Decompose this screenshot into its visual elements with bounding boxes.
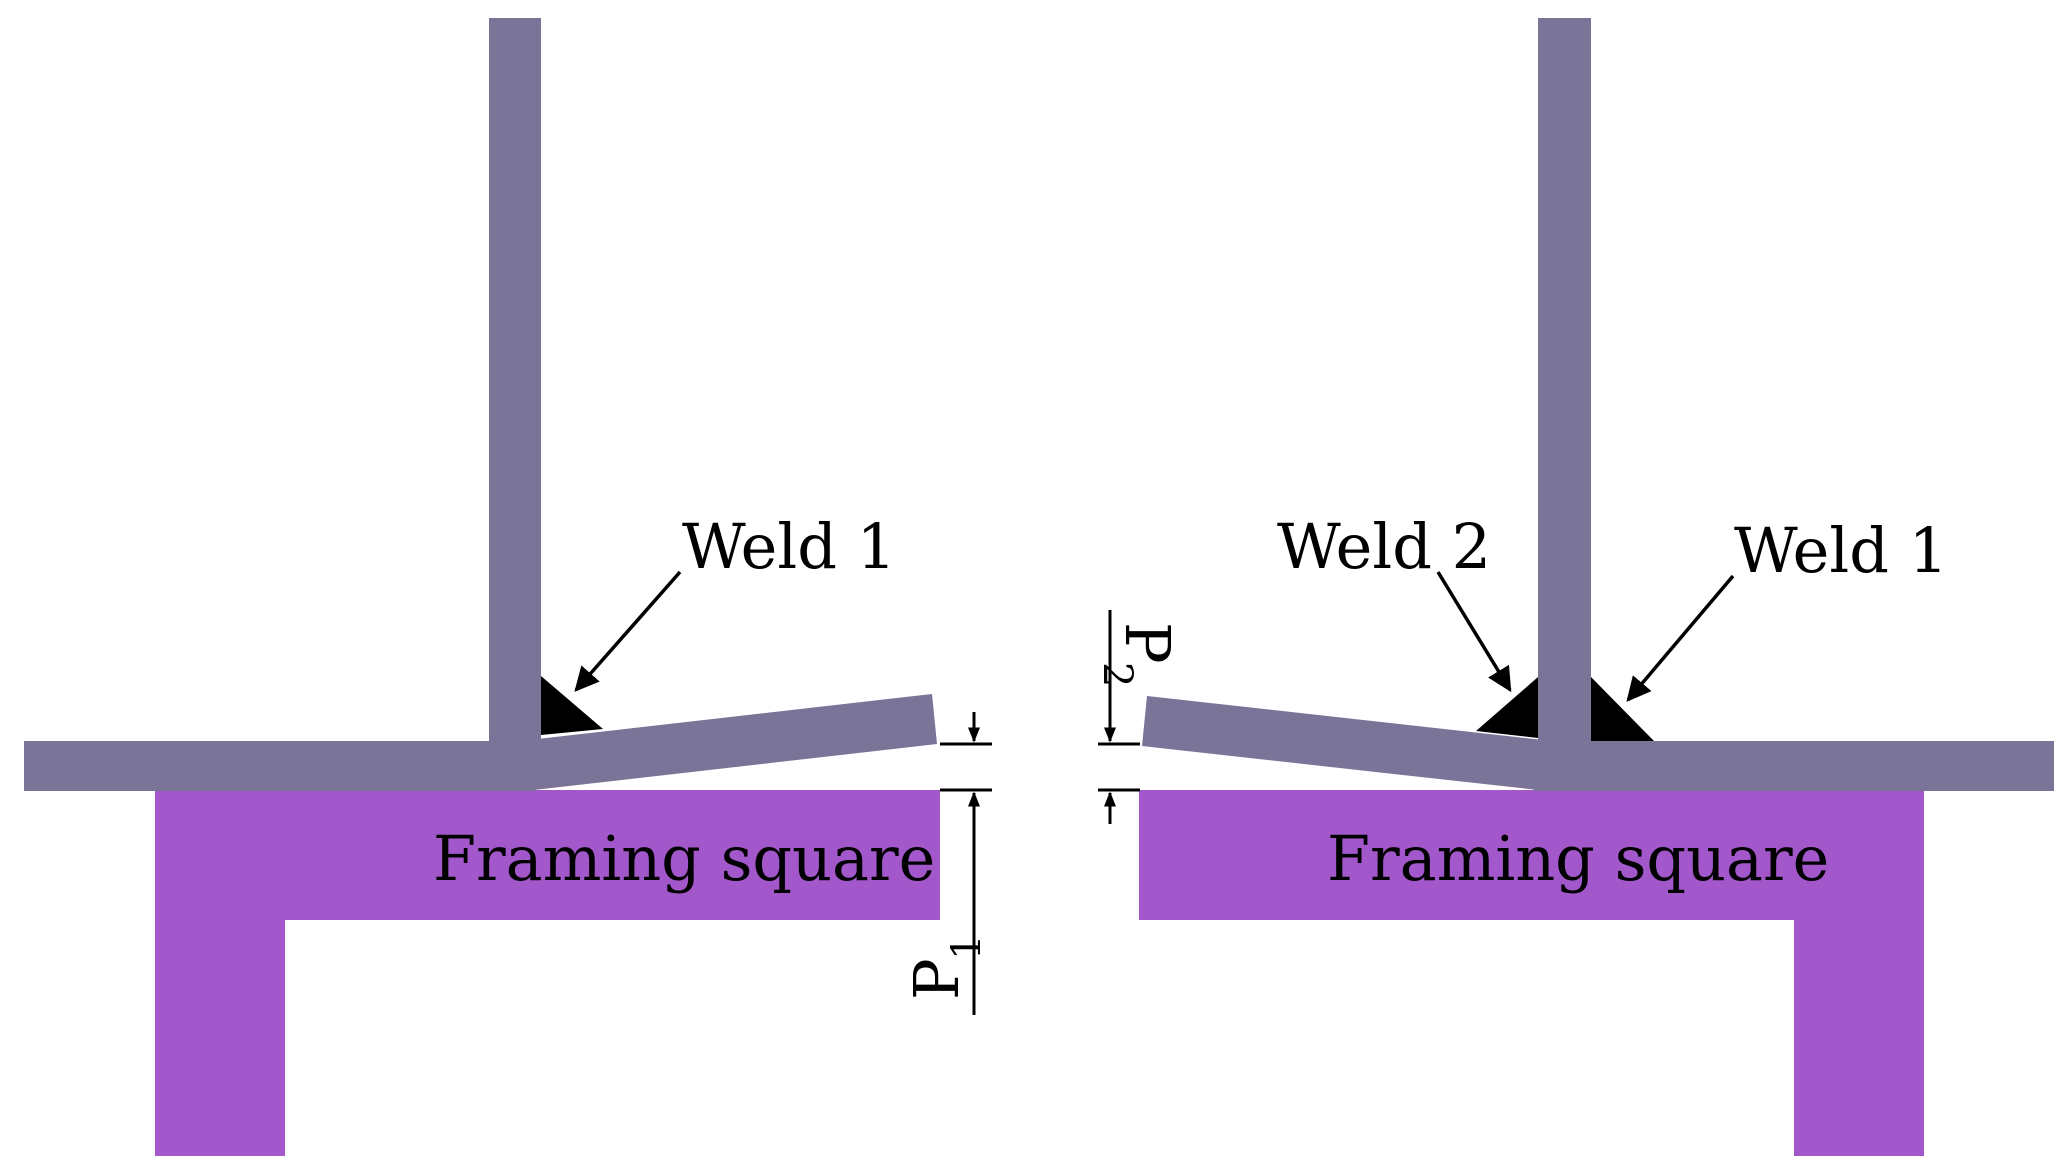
right-tilted-plate (1142, 696, 1552, 791)
right-weld-1 (1591, 677, 1654, 741)
right-framing-square (1139, 790, 1924, 1156)
right-assembly: Weld 2 Weld 1 Framing square P 2 (1094, 18, 2054, 1156)
left-tilted-plate (520, 694, 937, 791)
right-vertical-web (1538, 18, 1591, 743)
right-weld-2-label: Weld 2 (1277, 510, 1491, 583)
left-framing-square (155, 790, 940, 1156)
left-weld-1-leader (574, 570, 682, 692)
right-weld-2-leader (1436, 571, 1512, 693)
right-base-plate (1534, 741, 2054, 791)
left-dimension-subscript: 1 (944, 935, 990, 960)
right-weld-1-label: Weld 1 (1734, 514, 1948, 587)
right-framing-square-label: Framing square (1327, 822, 1829, 895)
left-base-plate (24, 741, 536, 791)
left-assembly: Weld 1 Framing square P 1 (24, 18, 992, 1156)
left-weld-1 (541, 676, 603, 735)
right-dimension-p2: P 2 (1094, 610, 1184, 824)
right-dimension-label: P (1111, 622, 1184, 664)
right-dimension-subscript: 2 (1094, 662, 1140, 687)
left-dimension-p1: P 1 (900, 712, 992, 1015)
left-framing-square-label: Framing square (433, 822, 935, 895)
left-vertical-web (489, 18, 541, 743)
right-weld-1-leader (1626, 574, 1735, 702)
left-dimension-label: P (900, 958, 973, 1000)
right-weld-2 (1476, 677, 1538, 738)
left-weld-1-label: Weld 1 (682, 510, 896, 583)
